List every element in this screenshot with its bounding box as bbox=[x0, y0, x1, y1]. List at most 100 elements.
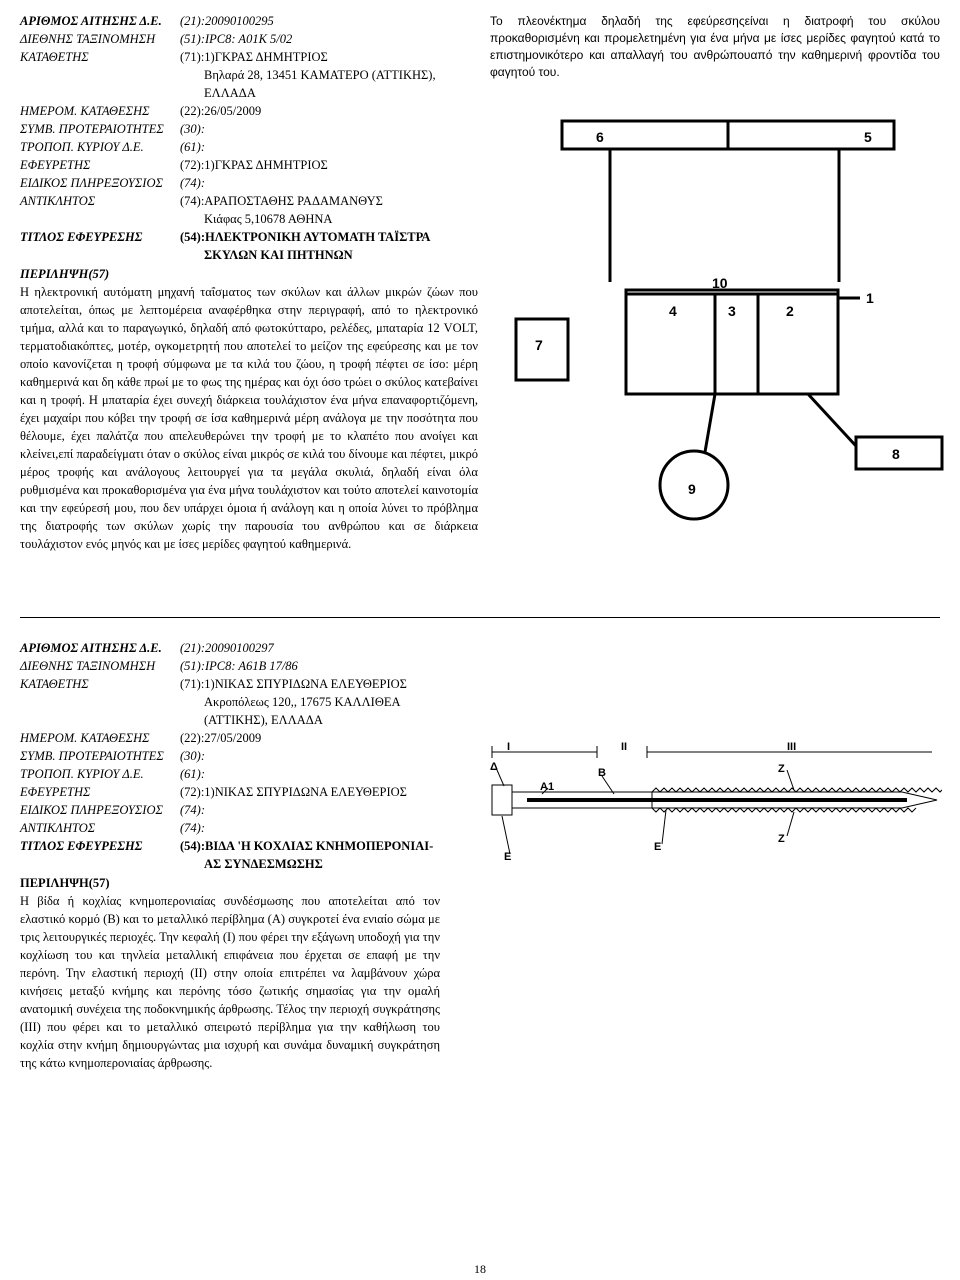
inventor-value-2: (72):1)ΝΙΚΑΣ ΣΠΥΡΙΔΩΝΑ ΕΛΕΥΘΕΡΙΟΣ bbox=[180, 785, 407, 799]
classification-value-2: (51):IPC8: A61B 17/86 bbox=[180, 659, 298, 673]
special-attorney-label-2: ΕΙΔΙΚΟΣ ΠΛΗΡΕΞΟΥΣΙΟΣ bbox=[20, 803, 163, 817]
special-attorney-row-2: ΕΙΔΙΚΟΣ ΠΛΗΡΕΞΟΥΣΙΟΣ (74): bbox=[20, 801, 440, 819]
screw-head bbox=[491, 784, 513, 816]
filing-date-value: (22):26/05/2009 bbox=[180, 104, 262, 118]
amendment-value: (61): bbox=[180, 140, 205, 154]
special-attorney-label: ΕΙΔΙΚΟΣ ΠΛΗΡΕΞΟΥΣΙΟΣ bbox=[20, 176, 163, 190]
label-delta: Δ bbox=[490, 761, 498, 773]
priority-row-2: ΣΥΜΒ. ΠΡΟΤΕΡΑΙΟΤΗΤΕΣ (30): bbox=[20, 747, 440, 765]
inventor-row: ΕΦΕΥΡΕΤΗΣ (72):1)ΓΚΡΑΣ ΔΗΜΗΤΡΙΟΣ bbox=[20, 156, 478, 174]
label-6: 6 bbox=[596, 129, 604, 145]
label-8: 8 bbox=[892, 446, 900, 462]
label-2: 2 bbox=[786, 303, 794, 319]
label-III: III bbox=[787, 741, 796, 753]
main-unit-box bbox=[624, 288, 840, 396]
applicant-label: ΚΑΤΑΘΕΤΗΣ bbox=[20, 50, 89, 64]
applicant-address-line-1: Βηλαρά 28, 13451 ΚΑΜΑΤΕΡΟ (ΑΤΤΙΚΗΣ), bbox=[204, 68, 436, 82]
classification-value: (51):IPC8: A01K 5/02 bbox=[180, 32, 293, 46]
label-E: E bbox=[654, 841, 661, 853]
invention-title-continuation: ΣΚΥΛΩΝ ΚΑΙ ΠΗΤΗΝΩΝ bbox=[204, 248, 353, 262]
box-7 bbox=[514, 317, 570, 382]
label-Z-bottom: Z bbox=[778, 833, 785, 845]
priority-row: ΣΥΜΒ. ΠΡΟΤΕΡΑΙΟΤΗΤΕΣ (30): bbox=[20, 120, 478, 138]
page-number: 18 bbox=[474, 1262, 486, 1276]
application-number-value: (21):20090100295 bbox=[180, 14, 274, 28]
amendment-row: ΤΡΟΠΟΠ. ΚΥΡΙΟΥ Δ.Ε. (61): bbox=[20, 138, 478, 156]
inventor-label-2: ΕΦΕΥΡΕΤΗΣ bbox=[20, 785, 91, 799]
application-number-row: ΑΡΙΘΜΟΣ ΑΙΤΗΣΗΣ Δ.Ε. (21):20090100295 bbox=[20, 12, 478, 30]
box-8 bbox=[854, 435, 944, 471]
label-10: 10 bbox=[712, 275, 728, 291]
label-3: 3 bbox=[728, 303, 736, 319]
label-A1: A1 bbox=[540, 781, 554, 793]
amendment-label-2: ΤΡΟΠΟΠ. ΚΥΡΙΟΥ Δ.Ε. bbox=[20, 767, 144, 781]
agent-row-2: ΑΝΤΙΚΛΗΤΟΣ (74): bbox=[20, 819, 440, 837]
applicant-row-2: ΚΑΤΑΘΕΤΗΣ (71):1)ΝΙΚΑΣ ΣΠΥΡΙΔΩΝΑ ΕΛΕΥΘΕΡ… bbox=[20, 675, 440, 693]
amendment-row-2: ΤΡΟΠΟΠ. ΚΥΡΙΟΥ Δ.Ε. (61): bbox=[20, 765, 440, 783]
special-attorney-row: ΕΙΔΙΚΟΣ ΠΛΗΡΕΞΟΥΣΙΟΣ (74): bbox=[20, 174, 478, 192]
agent-value: (74):ΑΡΑΠΟΣΤΑΘΗΣ ΡΑΔΑΜΑΝΘΥΣ bbox=[180, 194, 383, 208]
label-I: I bbox=[507, 741, 510, 753]
section-divider bbox=[20, 617, 940, 618]
application-number-row-2: ΑΡΙΘΜΟΣ ΑΙΤΗΣΗΣ Δ.Ε. (21):20090100297 bbox=[20, 639, 440, 657]
classification-label-2: ΔΙΕΘΝΗΣ ΤΑΞΙΝΟΜΗΣΗ bbox=[20, 659, 156, 673]
invention-title-continuation-2: ΑΣ ΣΥΝΔΕΣΜΩΣΗΣ bbox=[204, 857, 323, 871]
applicant-address-line-2-2: (ΑΤΤΙΚΗΣ), ΕΛΛΑΔΑ bbox=[204, 713, 323, 727]
label-Z-top: Z bbox=[778, 763, 785, 775]
label-9: 9 bbox=[688, 481, 696, 497]
label-7: 7 bbox=[535, 337, 543, 353]
patent-entry-2: ΑΡΙΘΜΟΣ ΑΙΤΗΣΗΣ Δ.Ε. (21):20090100297 ΔΙ… bbox=[20, 639, 440, 1072]
agent-label-2: ΑΝΤΙΚΛΗΤΟΣ bbox=[20, 821, 96, 835]
circle-9 bbox=[658, 449, 730, 521]
priority-label-2: ΣΥΜΒ. ΠΡΟΤΕΡΑΙΟΤΗΤΕΣ bbox=[20, 749, 164, 763]
inventor-label: ΕΦΕΥΡΕΤΗΣ bbox=[20, 158, 91, 172]
inventor-row-2: ΕΦΕΥΡΕΤΗΣ (72):1)ΝΙΚΑΣ ΣΠΥΡΙΔΩΝΑ ΕΛΕΥΘΕΡ… bbox=[20, 783, 440, 801]
abstract-text-2: Η βίδα ή κοχλίας κνημοπερονιαίας συνδέσμ… bbox=[20, 894, 440, 1070]
label-4: 4 bbox=[669, 303, 677, 319]
applicant-value-2: (71):1)ΝΙΚΑΣ ΣΠΥΡΙΔΩΝΑ ΕΛΕΥΘΕΡΙΟΣ bbox=[180, 677, 407, 691]
filing-date-label: ΗΜΕΡΟΜ. ΚΑΤΑΘΕΣΗΣ bbox=[20, 104, 150, 118]
agent-label: ΑΝΤΙΚΛΗΤΟΣ bbox=[20, 194, 96, 208]
label-II: II bbox=[621, 741, 627, 753]
filing-date-row-2: ΗΜΕΡΟΜ. ΚΑΤΑΘΕΣΗΣ (22):27/05/2009 bbox=[20, 729, 440, 747]
applicant-address-line-1-2: Ακροπόλεως 120,, 17675 ΚΑΛΛΙΘΕΑ bbox=[204, 695, 401, 709]
abstract-heading-2: ΠΕΡΙΛΗΨΗ(57) bbox=[20, 876, 110, 890]
filing-date-value-2: (22):27/05/2009 bbox=[180, 731, 262, 745]
agent-row: ΑΝΤΙΚΛΗΤΟΣ (74):ΑΡΑΠΟΣΤΑΘΗΣ ΡΑΔΑΜΑΝΘΥΣ bbox=[20, 192, 478, 210]
invention-title-label: ΤΙΤΛΟΣ ΕΦΕΥΡΕΣΗΣ bbox=[20, 230, 143, 244]
invention-title-row: ΤΙΤΛΟΣ ΕΦΕΥΡΕΣΗΣ (54):ΗΛΕΚΤΡΟΝΙΚΗ ΑΥΤΟΜΑ… bbox=[20, 228, 478, 246]
filing-date-label-2: ΗΜΕΡΟΜ. ΚΑΤΑΘΕΣΗΣ bbox=[20, 731, 150, 745]
feeder-diagram: 6 5 10 1 4 3 2 7 8 9 bbox=[500, 108, 950, 528]
applicant-value: (71):1)ΓΚΡΑΣ ΔΗΜΗΤΡΙΟΣ bbox=[180, 50, 328, 64]
special-attorney-value-2: (74): bbox=[180, 803, 205, 817]
applicant-row: ΚΑΤΑΘΕΤΗΣ (71):1)ΓΚΡΑΣ ΔΗΜΗΤΡΙΟΣ bbox=[20, 48, 478, 66]
label-B: B bbox=[598, 767, 606, 779]
inventor-value: (72):1)ΓΚΡΑΣ ΔΗΜΗΤΡΙΟΣ bbox=[180, 158, 328, 172]
screw-diagram-svg: I II III Δ A1 B Z Z E E bbox=[490, 741, 949, 863]
feeder-diagram-svg: 6 5 10 1 4 3 2 7 8 9 bbox=[514, 119, 944, 521]
invention-title-label-2: ΤΙΤΛΟΣ ΕΦΕΥΡΕΣΗΣ bbox=[20, 839, 143, 853]
invention-title-row-2: ΤΙΤΛΟΣ ΕΦΕΥΡΕΣΗΣ (54):ΒΙΔΑ 'Η ΚΟΧΛΙΑΣ ΚΝ… bbox=[20, 837, 440, 855]
amendment-label: ΤΡΟΠΟΠ. ΚΥΡΙΟΥ Δ.Ε. bbox=[20, 140, 144, 154]
invention-title-value: (54):ΗΛΕΚΤΡΟΝΙΚΗ ΑΥΤΟΜΑΤΗ ΤΑΪΣΤΡΑ bbox=[180, 230, 431, 244]
priority-label: ΣΥΜΒ. ΠΡΟΤΕΡΑΙΟΤΗΤΕΣ bbox=[20, 122, 164, 136]
amendment-value-2: (61): bbox=[180, 767, 205, 781]
applicant-label-2: ΚΑΤΑΘΕΤΗΣ bbox=[20, 677, 89, 691]
application-number-value-2: (21):20090100297 bbox=[180, 641, 274, 655]
label-E-2: E bbox=[504, 851, 511, 863]
continued-text: Το πλεονέκτημα δηλαδή της εφεύρεσηςείναι… bbox=[490, 14, 940, 79]
application-number-label: ΑΡΙΘΜΟΣ ΑΙΤΗΣΗΣ Δ.Ε. bbox=[20, 14, 162, 28]
classification-row: ΔΙΕΘΝΗΣ ΤΑΞΙΝΟΜΗΣΗ (51):IPC8: A01K 5/02 bbox=[20, 30, 478, 48]
patent-entry-1: ΑΡΙΘΜΟΣ ΑΙΤΗΣΗΣ Δ.Ε. (21):20090100295 ΔΙ… bbox=[20, 12, 478, 553]
invention-title-value-2: (54):ΒΙΔΑ 'Η ΚΟΧΛΙΑΣ ΚΝΗΜΟΠΕΡΟΝΙΑΙ- bbox=[180, 839, 434, 853]
screw-diagram: I II III Δ A1 B Z Z E E bbox=[482, 740, 949, 880]
agent-value-2: (74): bbox=[180, 821, 205, 835]
classification-label: ΔΙΕΘΝΗΣ ΤΑΞΙΝΟΜΗΣΗ bbox=[20, 32, 156, 46]
priority-value-2: (30): bbox=[180, 749, 205, 763]
screw-core bbox=[527, 798, 907, 802]
priority-value: (30): bbox=[180, 122, 205, 136]
special-attorney-value: (74): bbox=[180, 176, 205, 190]
application-number-label-2: ΑΡΙΘΜΟΣ ΑΙΤΗΣΗΣ Δ.Ε. bbox=[20, 641, 162, 655]
agent-address: Κιάφας 5,10678 ΑΘΗΝΑ bbox=[204, 212, 333, 226]
